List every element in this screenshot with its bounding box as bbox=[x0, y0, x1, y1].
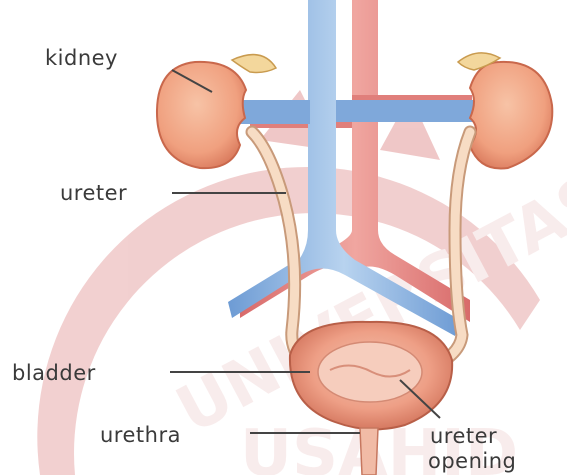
ureter-opening-label-line2: opening bbox=[428, 449, 516, 473]
left-adrenal bbox=[232, 55, 276, 73]
urethra-label: urethra bbox=[100, 423, 181, 447]
bladder-label: bladder bbox=[12, 361, 96, 385]
ureter-label: ureter bbox=[60, 181, 127, 205]
kidney-label: kidney bbox=[45, 46, 118, 70]
bladder bbox=[290, 322, 452, 429]
right-kidney bbox=[458, 53, 552, 169]
ureter-opening-label-line1: ureter bbox=[430, 424, 497, 448]
urethra bbox=[360, 428, 378, 475]
